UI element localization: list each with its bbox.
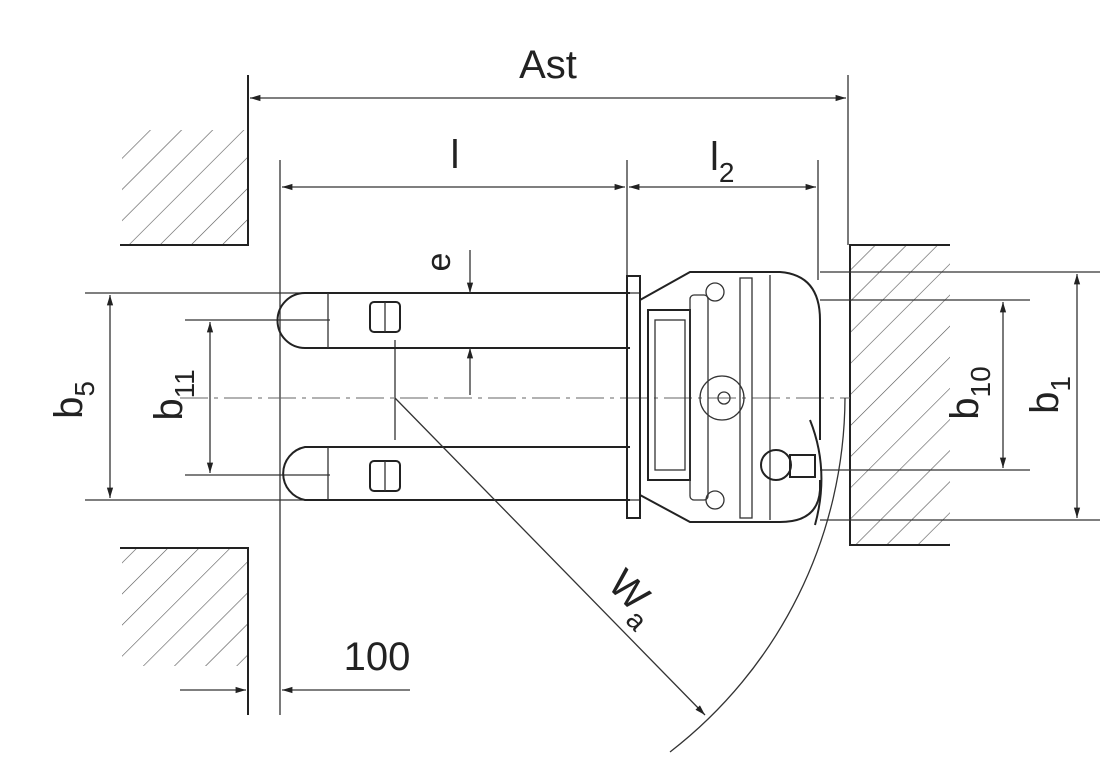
dimension-clearance: 100 — [180, 635, 411, 694]
label-b11: b11 — [147, 369, 200, 420]
dimension-wa: Wa — [394, 397, 846, 753]
turning-arc — [669, 397, 846, 753]
dimension-b1: b1 — [1023, 274, 1081, 518]
wall-top-left — [120, 75, 249, 246]
label-clearance: 100 — [344, 635, 411, 679]
label-wa: Wa — [593, 561, 668, 636]
wall-right — [847, 75, 950, 546]
truck-body — [626, 271, 823, 526]
dimension-l2: l2 — [629, 135, 816, 191]
dimension-b5: b5 — [47, 295, 114, 498]
label-b1: b1 — [1023, 376, 1076, 414]
dimension-e: e — [420, 250, 474, 395]
dimension-l: l — [279, 133, 819, 715]
fork-lower — [282, 446, 630, 501]
label-l2: l2 — [710, 135, 734, 188]
label-l: l — [451, 133, 460, 177]
tiller-handle-icon — [809, 419, 823, 526]
label-b5: b5 — [47, 381, 100, 419]
label-b10: b10 — [943, 366, 996, 419]
label-e: e — [420, 253, 458, 272]
label-ast: Ast — [519, 43, 577, 87]
wall-bottom-left — [120, 547, 249, 715]
fork-upper — [276, 292, 630, 349]
dimension-b10: b10 — [943, 302, 1007, 468]
dimension-b11: b11 — [147, 322, 214, 473]
dimension-ast: Ast — [250, 43, 846, 102]
